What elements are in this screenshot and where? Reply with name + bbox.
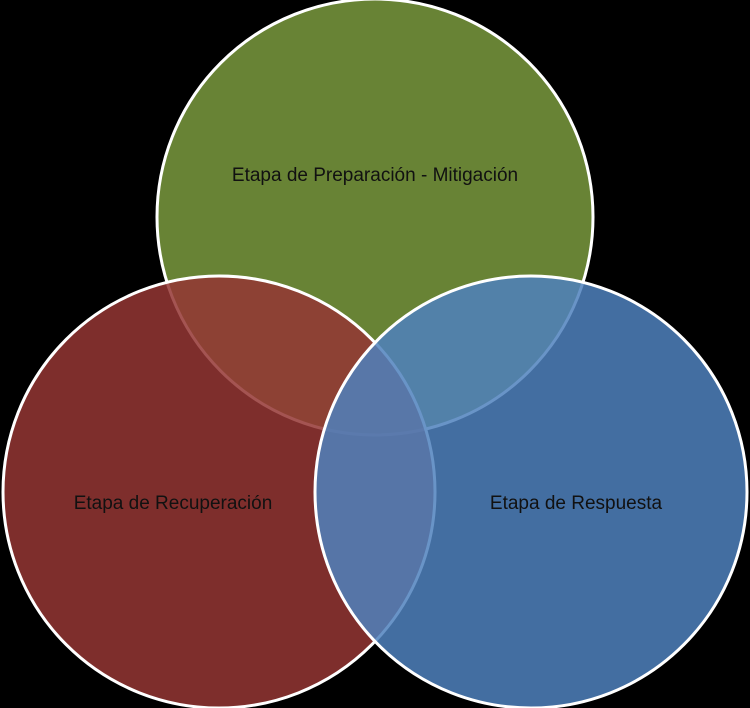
label-respuesta: Etapa de Respuesta bbox=[490, 493, 663, 514]
circle-respuesta bbox=[313, 274, 749, 708]
label-recuperacion: Etapa de Recuperación bbox=[74, 493, 273, 514]
label-preparacion-mitigacion: Etapa de Preparación - Mitigación bbox=[232, 165, 518, 186]
